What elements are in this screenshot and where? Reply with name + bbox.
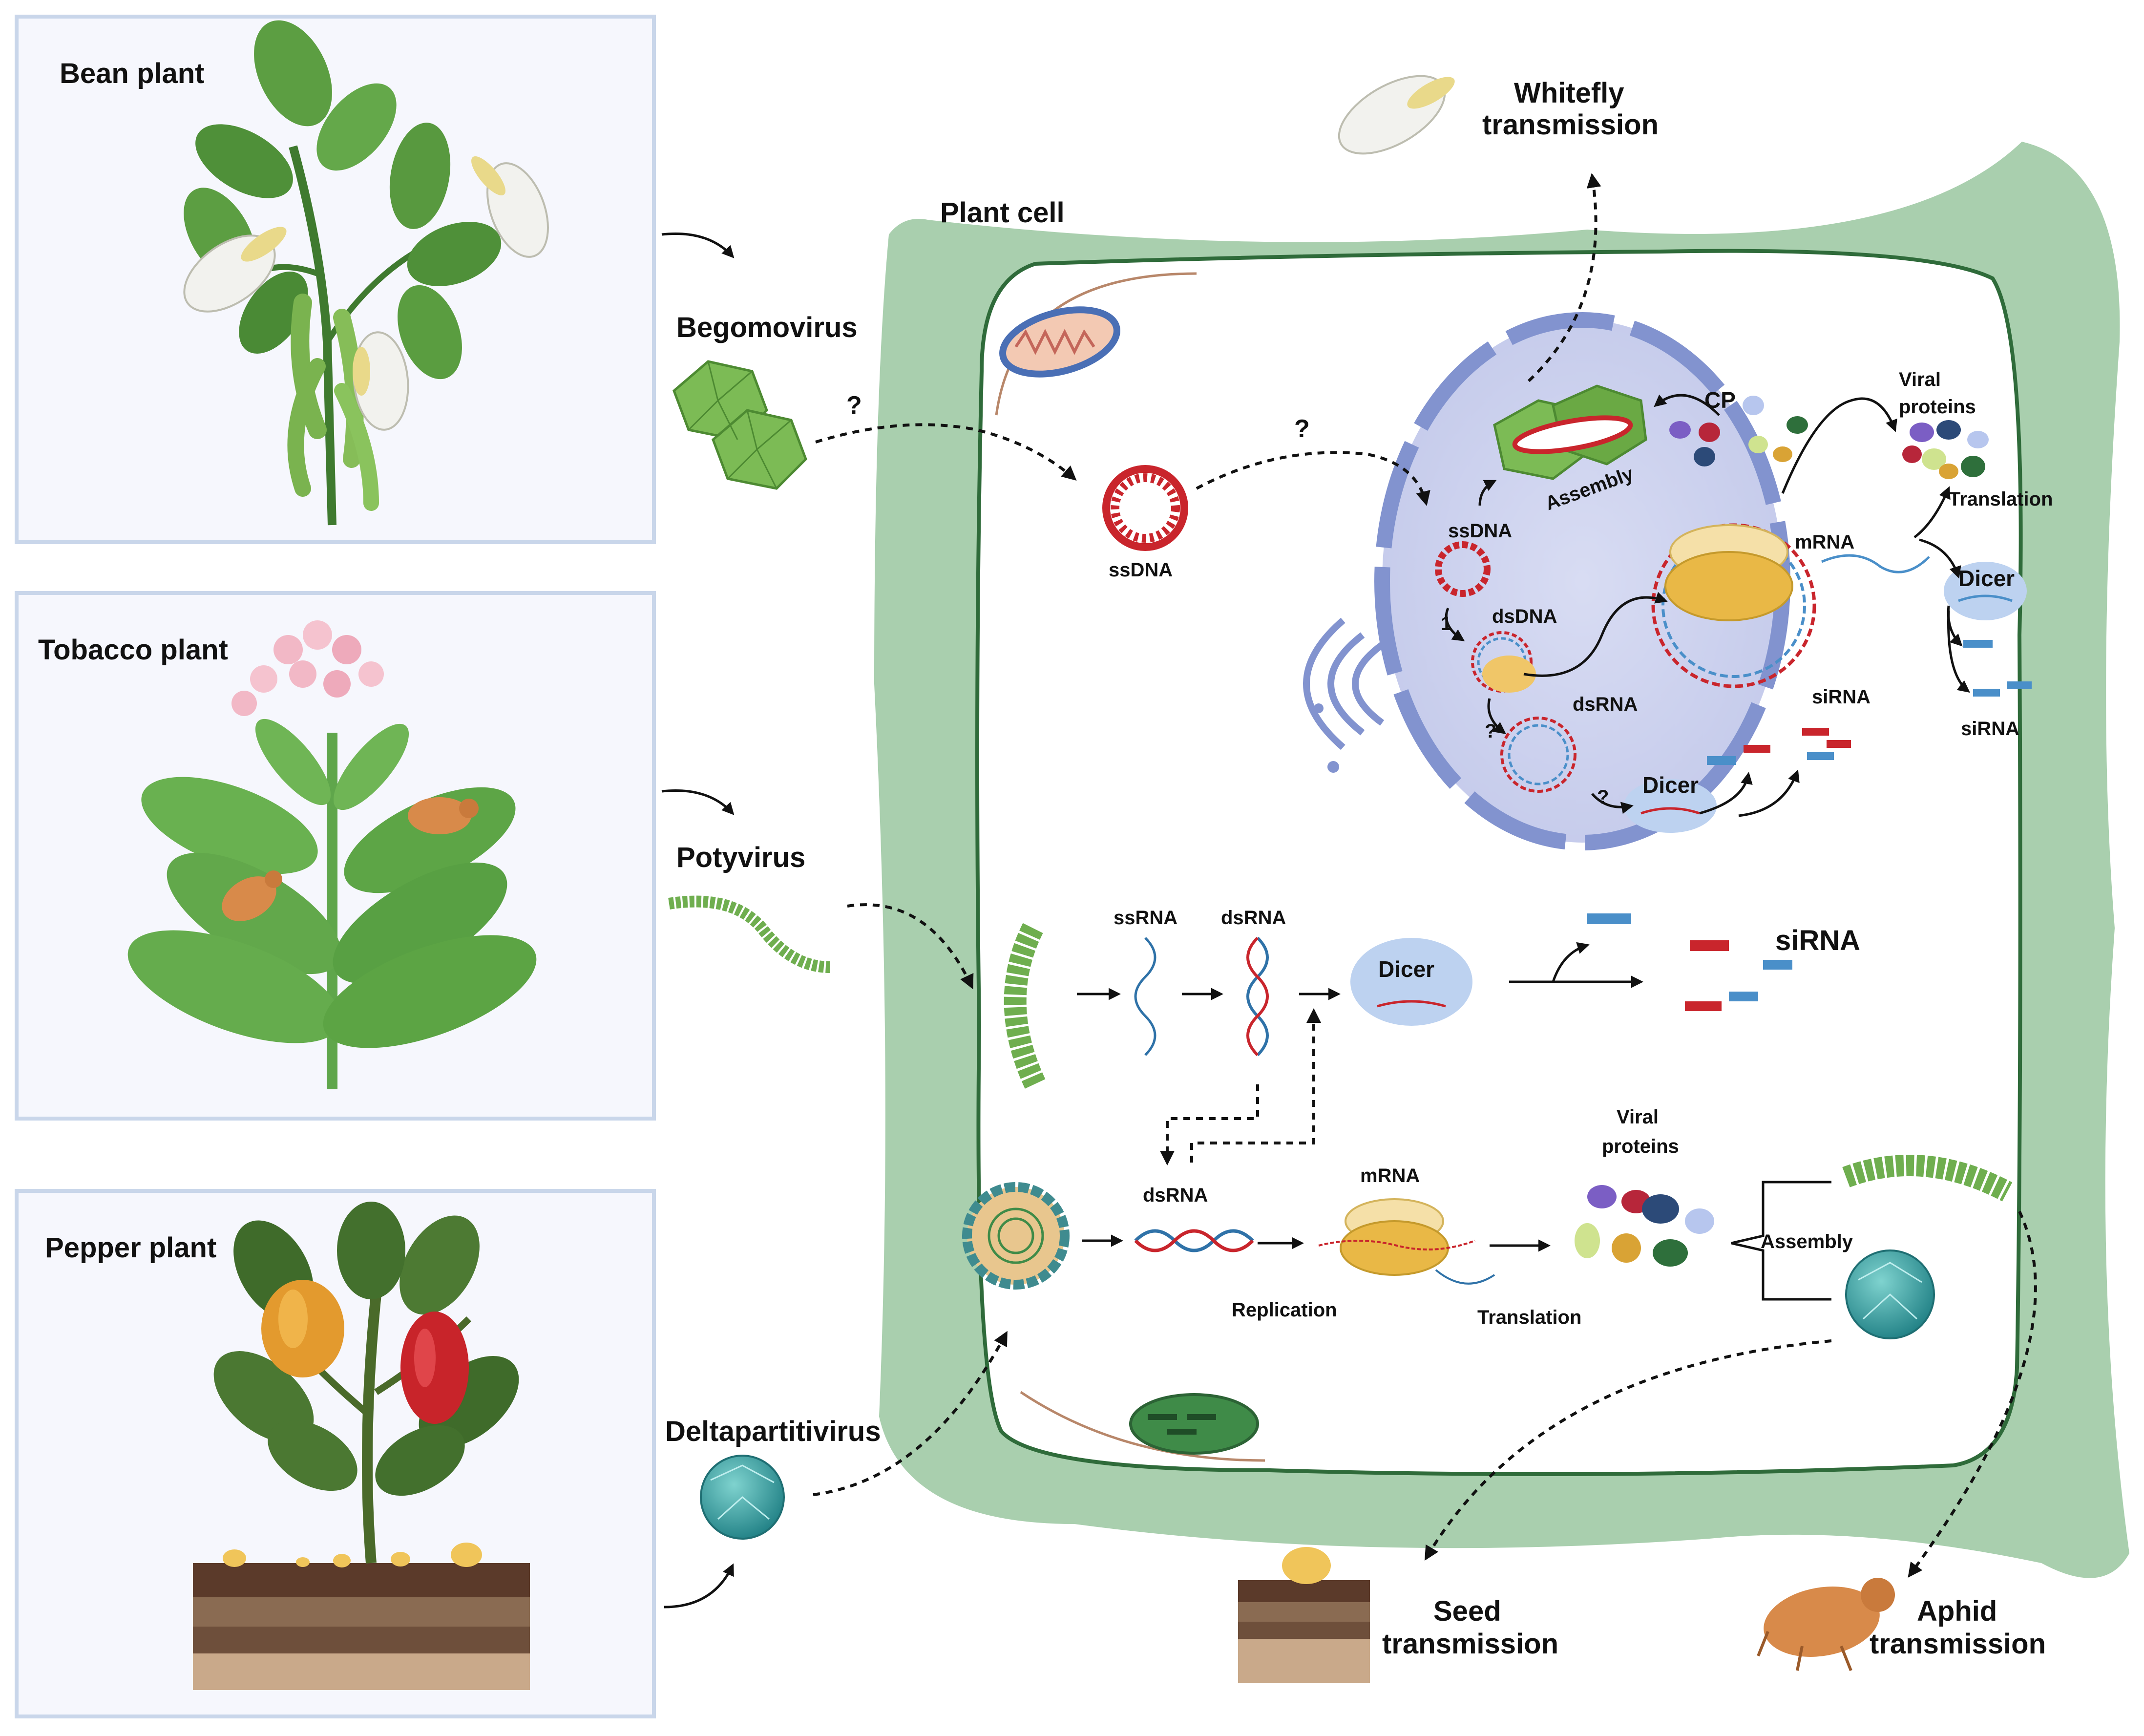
potyvirus-icon <box>668 895 831 973</box>
begomovirus-label: Begomovirus <box>676 312 858 343</box>
deltapartitivirus-icon <box>700 1455 785 1540</box>
potyvirus-sirna-icons <box>1587 913 1792 1011</box>
right-sirna-icons <box>1963 640 2032 697</box>
right-viral-proteins-line1: Viral <box>1899 369 1941 390</box>
whitefly-transmission-line1: Whitefly <box>1514 77 1624 109</box>
aphid-transmission-icon <box>1757 1578 1895 1672</box>
whitefly-icon <box>183 227 287 313</box>
ssdna-to-nucleus-arrow <box>1196 451 1430 506</box>
coat-protein-icons <box>1669 396 1808 466</box>
pepper-to-deltapartitivirus-arrow <box>664 1563 734 1609</box>
golgi-icon <box>1303 617 1385 773</box>
aphid-icon <box>222 870 282 921</box>
whitefly-icon <box>471 156 549 258</box>
potyvirus-entering-icon <box>1004 923 1046 1089</box>
nucleus-translation-label: Translation <box>1949 488 2053 510</box>
deltapartitivirus-genome-icon <box>962 1182 1070 1290</box>
nucleus-dicer-icon <box>1624 779 1717 833</box>
nucleus-mrna-label: mRNA <box>1795 531 1854 553</box>
whitefly-transmission-line2: transmission <box>1482 109 1659 141</box>
aphid-transmission-line2: transmission <box>1870 1628 2046 1660</box>
orange-pepper-icon <box>261 1280 344 1377</box>
red-pepper-icon <box>400 1312 469 1424</box>
potyvirus-dicer-icon <box>1350 938 1472 1026</box>
seed-transmission-arrow <box>1424 1339 1832 1561</box>
deltapartitivirus-viral-proteins-icon <box>1575 1185 1714 1267</box>
nucleus-sirna-label: siRNA <box>1812 686 1871 708</box>
potyvirus-dicer-label: Dicer <box>1378 956 1434 982</box>
deltapartitivirus-translation-label: Translation <box>1477 1307 1581 1328</box>
ssdna-icon <box>1102 465 1188 551</box>
tobacco-plant-panel: Tobacco plant <box>15 591 656 1121</box>
seed-icons <box>223 1543 482 1567</box>
nucleus-to-whitefly-arrow <box>1527 173 1601 382</box>
whitefly-icon <box>353 331 409 431</box>
potyvirus-dsrna-label: dsRNA <box>1221 907 1286 929</box>
arrows <box>661 173 2037 1609</box>
seed-transmission-line1: Seed <box>1433 1595 1501 1627</box>
nucleus-ssdna-icon <box>1435 541 1491 597</box>
nucleus-dsrna-label: dsRNA <box>1573 694 1638 715</box>
nucleus-ssdna-label: ssDNA <box>1448 520 1512 542</box>
deltapartitivirus-assembly-label: Assembly <box>1761 1231 1853 1252</box>
bean-to-begomovirus-arrow <box>661 232 735 258</box>
question-mark-1: ? <box>846 391 862 420</box>
seed-transmission-icon <box>1238 1547 1370 1683</box>
assembled-potyvirus-icon <box>1842 1155 2013 1202</box>
nucleus-dsrna-icon <box>1500 717 1576 793</box>
ssdna-label: ssDNA <box>1109 559 1173 581</box>
cp-label: CP <box>1704 387 1736 413</box>
whitefly-transmission-icon <box>1338 75 1455 155</box>
nucleus-sirna-icons <box>1707 728 1851 765</box>
deltapartitivirus-dsrna-label: dsRNA <box>1143 1185 1208 1206</box>
aphid-transmission-arrow <box>1908 1210 2037 1578</box>
deltapartitivirus-mrna-label: mRNA <box>1360 1165 1420 1186</box>
assembly-bracket <box>1731 1181 1831 1301</box>
bean-plant-panel: Bean plant <box>15 15 656 544</box>
aphid-transmission-line1: Aphid <box>1917 1595 1997 1627</box>
right-viral-proteins-line2: proteins <box>1899 396 1976 418</box>
question-mark-2: ? <box>1294 415 1310 443</box>
begomovirus-icon <box>673 360 807 490</box>
nucleus-dicer-label: Dicer <box>1642 772 1699 798</box>
ssrna-label: ssRNA <box>1114 907 1177 929</box>
tobacco-flowers-icon <box>231 620 384 716</box>
mitochondrion-icon <box>995 272 1197 416</box>
aphid-icon <box>408 797 479 834</box>
tobacco-plant-label: Tobacco plant <box>38 634 228 666</box>
seed-transmission-line2: transmission <box>1382 1628 1558 1660</box>
deltapartitivirus-to-cell-arrow <box>813 1331 1008 1496</box>
step-one-label: 1 <box>1441 613 1451 635</box>
pepper-plant-label: Pepper plant <box>45 1232 216 1264</box>
viral-proteins-icon <box>1902 420 1989 479</box>
dsdna-label: dsDNA <box>1492 606 1557 627</box>
potyvirus-label: Potyvirus <box>676 842 805 873</box>
ssrna-icon <box>1134 937 1156 1056</box>
right-sirna-label: siRNA <box>1961 718 2019 740</box>
right-dicer-label: Dicer <box>1958 566 2015 591</box>
potyvirus-sirna-label: siRNA <box>1775 925 1860 956</box>
deltapartitivirus-label: Deltapartitivirus <box>665 1416 881 1447</box>
nucleus-transcription-icon <box>1651 523 1930 688</box>
potyvirus-dsrna-icon <box>1246 936 1269 1057</box>
deltapartitivirus-viral-proteins-line2: proteins <box>1602 1136 1679 1157</box>
dsdna-icon <box>1471 631 1536 693</box>
begomovirus-assembly-icon <box>1493 384 1647 480</box>
bean-plant-label: Bean plant <box>60 58 205 89</box>
plant-cell-label: Plant cell <box>940 197 1065 229</box>
replication-label: Replication <box>1232 1299 1337 1321</box>
right-dicer-icon <box>1944 562 2027 620</box>
soil-layers <box>193 1563 530 1690</box>
pepper-plant-panel: Pepper plant <box>15 1189 656 1718</box>
begomovirus-to-ssdna-arrow <box>815 423 1077 481</box>
deltapartitivirus-ribosome-icon <box>1318 1198 1495 1285</box>
deltapartitivirus-dsrna-icon <box>1134 1229 1254 1252</box>
chloroplast-icon <box>1020 1391 1265 1462</box>
tobacco-to-potyvirus-arrow <box>661 789 735 815</box>
assembled-deltapartitivirus-icon <box>1845 1249 1935 1339</box>
deltapartitivirus-viral-proteins-line1: Viral <box>1617 1106 1659 1128</box>
